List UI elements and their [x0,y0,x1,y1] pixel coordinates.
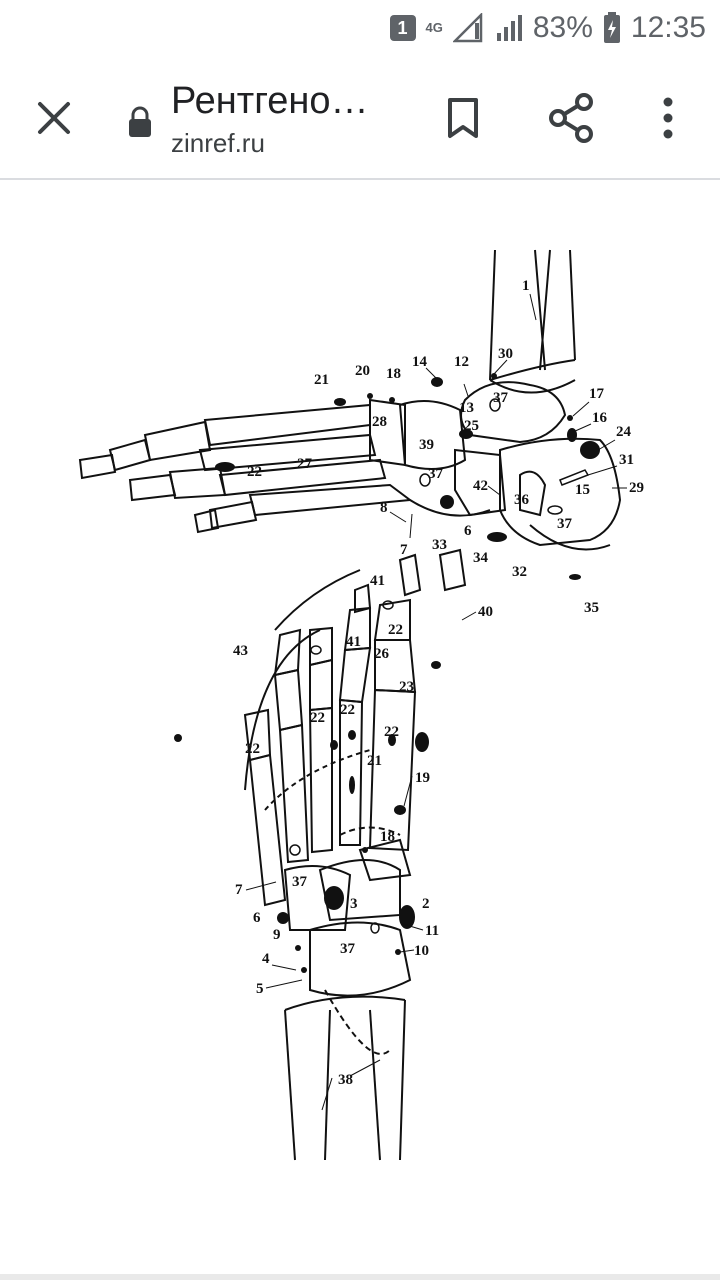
page-content: 1 30 12 14 13 37 18 20 21 28 25 17 16 24… [0,180,720,1280]
battery-percent: 83% [532,11,593,44]
browser-toolbar: Рентгено… zinref.ru [0,56,720,180]
figure-label: 37 [557,516,573,532]
figure-label: 21 [314,372,329,388]
figure-label: 24 [616,424,632,440]
figure-label: 3 [350,896,358,912]
figure-label: 40 [478,604,493,620]
lock-icon [126,106,154,138]
figure-label: 10 [414,943,429,959]
figure-label: 28 [372,414,387,430]
figure-label: 31 [619,452,634,468]
figure-label: 7 [235,882,243,898]
figure-label: 22 [247,464,262,480]
figure-label: 19 [415,770,430,786]
figure-label: 8 [380,500,388,516]
figure-label: 37 [493,390,509,406]
figure-label: 41 [370,573,385,589]
figure-label: 5 [256,981,264,997]
figure-label: 41 [346,634,361,650]
figure-label: 30 [498,346,513,362]
figure-label: 43 [233,643,248,659]
figure-label: 22 [245,741,260,757]
foot-diagram-svg: 1 30 12 14 13 37 18 20 21 28 25 17 16 24… [78,249,644,1161]
figure-label: 4 [262,951,270,967]
status-bar: 1 4G 83% 12:35 [0,0,720,56]
clock: 12:35 [630,11,706,44]
network-indicator: 4G [425,20,443,35]
battery-icon [603,12,621,44]
figure-label: 7 [400,542,408,558]
figure-label: 16 [592,410,608,426]
figure-label: 9 [273,927,281,943]
figure-label: 38 [338,1072,353,1088]
close-icon[interactable] [30,94,78,142]
figure-label: 34 [473,550,489,566]
figure-label: 37 [340,941,356,957]
figure-label: 2 [422,896,430,912]
figure-label: 25 [464,418,479,434]
figure-label: 22 [310,710,325,726]
figure-label: 18 [380,829,395,845]
figure-label: 29 [629,480,644,496]
figure-label: 21 [367,753,382,769]
page-url[interactable]: zinref.ru [171,128,265,158]
figure-label: 22 [384,724,399,740]
foot-xray-diagram: 1 30 12 14 13 37 18 20 21 28 25 17 16 24… [70,210,650,1210]
bottom-divider [0,1274,720,1280]
share-icon[interactable] [546,92,596,144]
figure-label: 27 [297,456,313,472]
figure-label: 26 [374,646,390,662]
figure-label: 23 [399,679,414,695]
network-type: 4G [425,20,443,35]
figure-label: 37 [428,466,444,482]
figure-label: 6 [464,523,472,539]
page-title[interactable]: Рентгено… [171,80,369,122]
figure-label: 6 [253,910,261,926]
signal-bars-icon [495,13,523,43]
figure-label: 13 [459,400,474,416]
figure-label: 35 [584,600,599,616]
more-icon[interactable] [650,92,686,144]
signal-icon [452,13,485,43]
figure-label: 22 [388,622,403,638]
figure-label: 33 [432,537,447,553]
figure-label: 37 [292,874,308,890]
figure-label: 32 [512,564,527,580]
figure-label: 22 [340,702,355,718]
figure-label: 14 [412,354,428,370]
figure-label: 36 [514,492,530,508]
figure-label: 11 [425,923,439,939]
figure-label: 39 [419,437,434,453]
figure-label: 15 [575,482,590,498]
figure-label: 17 [589,386,605,402]
figure-label: 20 [355,363,370,379]
figure-label: 42 [473,478,488,494]
notification-badge: 1 [389,15,416,41]
figure-label: 12 [454,354,469,370]
bookmark-icon[interactable] [440,94,486,142]
figure-label: 1 [522,278,530,294]
figure-label: 18 [386,366,401,382]
